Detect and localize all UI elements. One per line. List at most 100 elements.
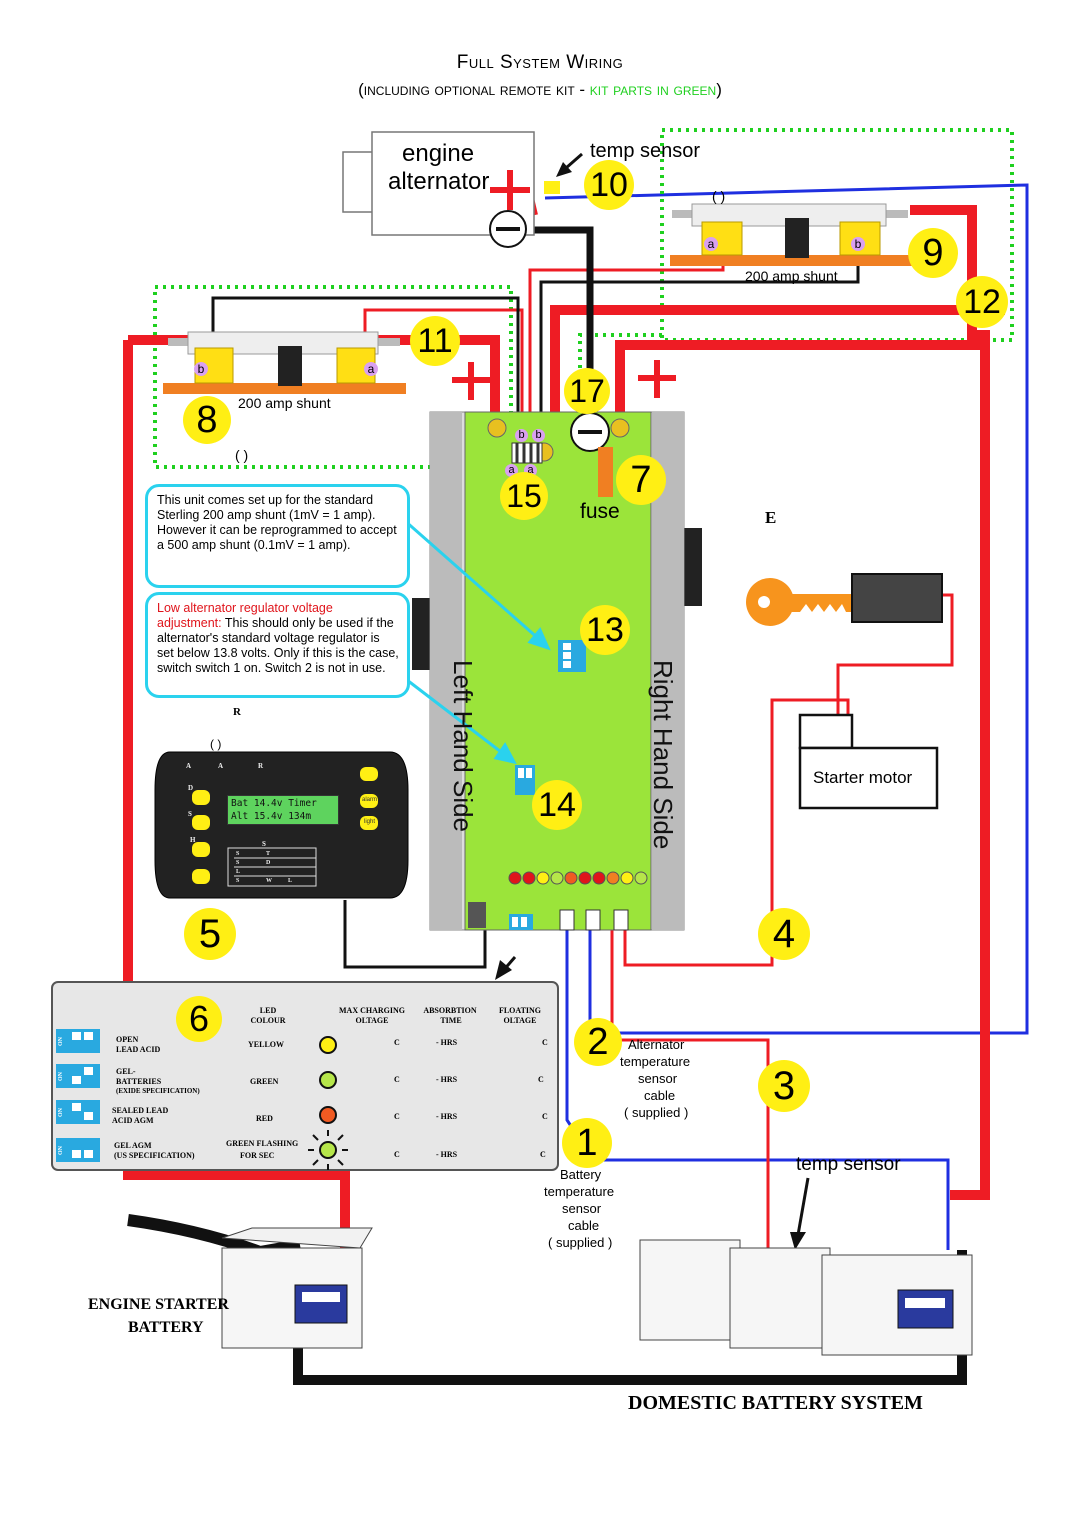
page-title: Full System Wiring bbox=[456, 52, 624, 73]
bat-temp-cable-2: temperature bbox=[544, 1184, 615, 1199]
row4-type-1: GEL AGM bbox=[114, 1141, 152, 1150]
alt-temp-cable-3: sensor bbox=[638, 1071, 678, 1086]
row1-colour: YELLOW bbox=[248, 1040, 285, 1049]
row1-type-1: OPEN bbox=[116, 1035, 139, 1044]
remote-side-letter-h: H bbox=[190, 836, 196, 844]
temp-sensor-top bbox=[544, 181, 560, 194]
row2-c2: C bbox=[538, 1075, 544, 1084]
row1-c1: C bbox=[394, 1038, 400, 1047]
bat-temp-cable-3: sensor bbox=[562, 1201, 602, 1216]
callout-12: 12 bbox=[956, 276, 1008, 328]
callout-15: 15 bbox=[500, 472, 548, 520]
alternator-positive-sign bbox=[490, 170, 530, 210]
bat-temp-cable-4: cable bbox=[568, 1218, 600, 1233]
table-header-max-oltage: OLTAGE bbox=[355, 1016, 389, 1025]
row3-type-2: ACID AGM bbox=[112, 1116, 154, 1125]
dip-switch-14 bbox=[515, 765, 535, 795]
shunt-left-terminal-a: a bbox=[364, 362, 378, 376]
callout-6: 6 bbox=[176, 996, 222, 1042]
plus-sign-left bbox=[452, 362, 490, 400]
dip-on-3: ON bbox=[58, 1108, 64, 1117]
subtitle-kit-note: kit parts in green bbox=[589, 80, 717, 99]
shunt-left-label: 200 amp shunt bbox=[238, 395, 331, 411]
remote-kit-box-left bbox=[153, 285, 513, 469]
connector-terminal-b-1: b bbox=[515, 429, 528, 442]
row2-type-1: GEL- bbox=[116, 1067, 136, 1076]
lcd-line-1: Bat 14.4v Timer bbox=[231, 798, 317, 809]
lcd-line-2: Alt 15.4v 134m bbox=[231, 811, 312, 822]
shunt-right-label: 200 amp shunt bbox=[745, 268, 838, 284]
shunt-connector-block bbox=[511, 442, 543, 464]
shunt-right-terminal-a: a bbox=[704, 237, 718, 251]
row3-colour: RED bbox=[256, 1114, 273, 1123]
arrow-temp-sensor-bottom bbox=[790, 1177, 810, 1250]
row3-type-1: SEALED LEAD bbox=[112, 1106, 169, 1115]
remote-panel bbox=[154, 751, 409, 899]
table-header-float-oltage: OLTAGE bbox=[503, 1016, 537, 1025]
shunt-right bbox=[670, 203, 913, 266]
row2-type-2: BATTERIES bbox=[116, 1077, 162, 1086]
alternator-label-2: alternator bbox=[388, 168, 490, 195]
shunt-right-bracket: ( ) bbox=[712, 188, 726, 204]
callout-8: 8 bbox=[183, 396, 231, 444]
thin-red-wires bbox=[363, 248, 954, 1250]
shunt-left-bracket: ( ) bbox=[235, 447, 249, 463]
shunt-left bbox=[163, 331, 406, 394]
row1-hrs: - HRS bbox=[436, 1038, 458, 1047]
row4-colour-1: GREEN FLASHING bbox=[226, 1139, 299, 1148]
ignition-letter-e: E bbox=[765, 508, 777, 527]
callout-9: 9 bbox=[908, 228, 958, 278]
callout-1: 1 bbox=[562, 1118, 612, 1168]
callout-10: 10 bbox=[584, 160, 634, 210]
remote-alarm-button[interactable]: alarm bbox=[362, 797, 378, 803]
row4-colour-2: FOR SEC bbox=[240, 1151, 275, 1160]
alt-temp-cable-5: ( supplied ) bbox=[624, 1105, 689, 1120]
bat-temp-cable-5: ( supplied ) bbox=[548, 1235, 613, 1250]
row2-colour: GREEN bbox=[250, 1077, 279, 1086]
remote-top-letter-1: A bbox=[186, 762, 192, 770]
row3-c1: C bbox=[394, 1112, 400, 1121]
row1-c2: C bbox=[542, 1038, 548, 1047]
row3-hrs: - HRS bbox=[436, 1112, 458, 1121]
remote-grid-r4-c1: S bbox=[236, 878, 240, 884]
red-main-wires bbox=[123, 205, 1005, 1248]
remote-grid-r2-c1: S bbox=[236, 860, 240, 866]
callout-4: 4 bbox=[758, 908, 810, 960]
regulator-note: Low alternator regulator voltage adjustm… bbox=[145, 592, 410, 698]
row4-type-2: (US SPECIFICATION) bbox=[114, 1151, 195, 1160]
row4-hrs: - HRS bbox=[436, 1150, 458, 1159]
remote-grid-r4-c2: W bbox=[266, 878, 272, 884]
arrow-to-dip bbox=[495, 956, 517, 980]
page-subtitle: (including optional remote kit - kit par… bbox=[0, 80, 1080, 100]
positive-terminals bbox=[487, 418, 630, 462]
remote-top-letter-3: R bbox=[258, 762, 264, 770]
remote-grid-r1-c1: S bbox=[236, 851, 240, 857]
blue-wire-domestic-sensor bbox=[575, 1158, 950, 1250]
row4-c1: C bbox=[394, 1150, 400, 1159]
alt-temp-cable-1: Alternator bbox=[628, 1037, 685, 1052]
remote-grid-r2-c2: D bbox=[266, 860, 271, 866]
status-leds bbox=[508, 871, 648, 885]
table-header-max-charging: MAX CHARGING bbox=[339, 1006, 405, 1015]
dip-on-2: ON bbox=[58, 1072, 64, 1081]
left-hand-side-label: Left Hand Side bbox=[448, 660, 478, 833]
remote-top-letter-2: A bbox=[218, 762, 224, 770]
alternator-label-1: engine bbox=[402, 140, 475, 167]
blue-wire-alt-temp bbox=[544, 183, 1029, 1035]
domestic-battery-label: DOMESTIC BATTERY SYSTEM bbox=[628, 1392, 923, 1414]
remote-light-button[interactable]: light bbox=[364, 819, 376, 825]
right-hand-side-label: Right Hand Side bbox=[648, 660, 678, 850]
note-arrows bbox=[403, 518, 551, 765]
row1-type-2: LEAD ACID bbox=[116, 1045, 161, 1054]
table-header-floating: FLOATING bbox=[498, 1006, 542, 1015]
shunt-left-terminal-b: b bbox=[194, 362, 208, 376]
temp-sensor-bottom-label: temp sensor bbox=[796, 1154, 901, 1175]
temp-sensor-arrow bbox=[556, 152, 583, 177]
callout-13: 13 bbox=[580, 605, 630, 655]
callout-17: 17 bbox=[564, 368, 610, 414]
remote-side-letter-s: S bbox=[188, 810, 192, 818]
table-header-absorbtion: ABSORBTION bbox=[423, 1006, 477, 1015]
remote-grid-r3-c1: L bbox=[236, 869, 241, 875]
bat-temp-cable-1: Battery bbox=[560, 1167, 602, 1182]
fuse-label: fuse bbox=[580, 500, 620, 523]
